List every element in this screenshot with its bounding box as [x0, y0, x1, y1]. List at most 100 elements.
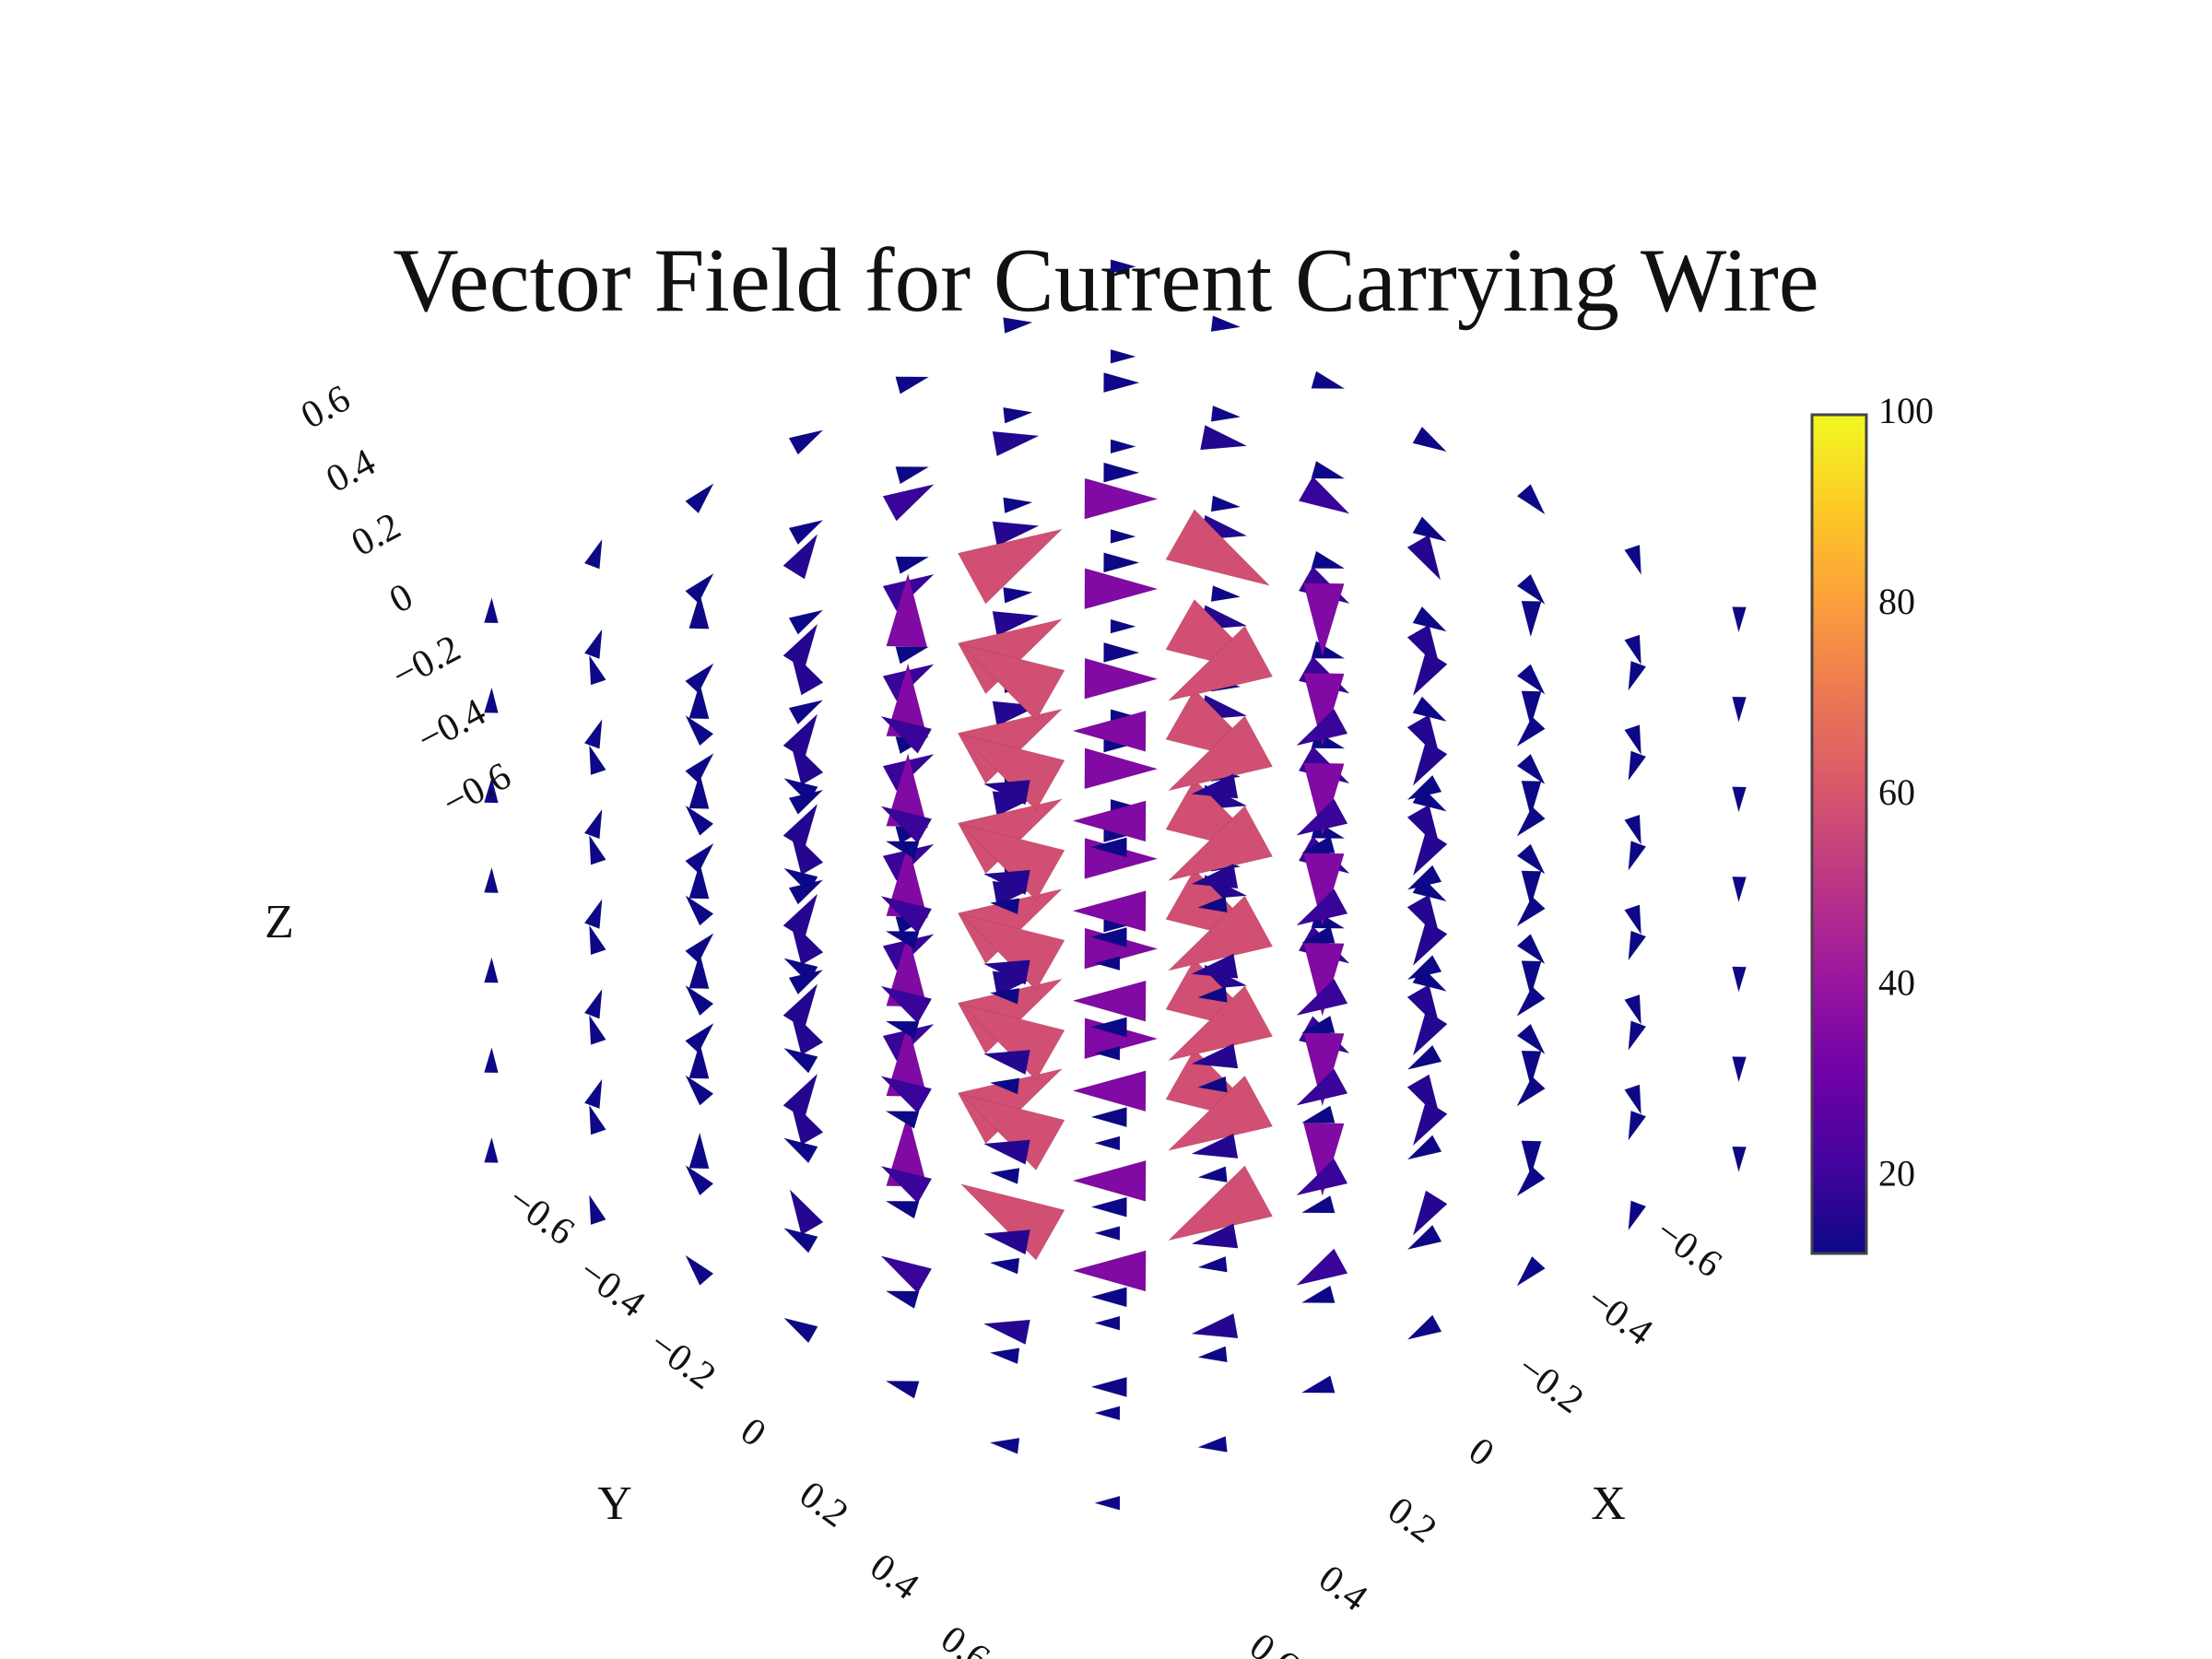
- cone-marker: [880, 895, 933, 935]
- cone-marker: [483, 687, 499, 713]
- cone-marker: [1311, 550, 1346, 570]
- cone-marker: [1406, 1044, 1442, 1070]
- cone-marker: [982, 1319, 1030, 1346]
- cone-marker: [1412, 1100, 1448, 1147]
- cone-marker: [483, 1046, 499, 1074]
- cone-marker: [685, 663, 714, 694]
- cone-marker: [880, 985, 933, 1024]
- cone-marker: [688, 951, 710, 990]
- cone-marker: [1210, 495, 1241, 512]
- cone-marker: [880, 806, 933, 844]
- cone-marker: [989, 1437, 1020, 1454]
- cone-marker: [1093, 1135, 1121, 1151]
- cone-marker: [1093, 1045, 1121, 1061]
- cone-marker: [789, 919, 824, 966]
- cone-marker: [989, 1257, 1020, 1275]
- cone-marker: [885, 1111, 920, 1129]
- cone-marker: [688, 682, 710, 720]
- cone-marker: [1516, 1166, 1546, 1197]
- cone-marker: [1624, 544, 1641, 576]
- cone-marker: [1624, 814, 1641, 846]
- z-tick-label: −0.2: [385, 628, 467, 698]
- cone-marker: [886, 572, 928, 648]
- cone-marker: [1628, 660, 1647, 692]
- colorbar-tick-label: 60: [1878, 771, 1915, 813]
- cone-marker: [1295, 708, 1348, 747]
- cone-marker: [1516, 484, 1546, 515]
- cone-marker: [1196, 1076, 1228, 1093]
- cone-marker: [788, 700, 824, 725]
- cone-marker: [1072, 1250, 1147, 1292]
- cone-marker: [1628, 1200, 1647, 1231]
- cone-marker: [959, 1093, 1065, 1171]
- cone-marker: [1628, 840, 1647, 872]
- cone-marker: [1521, 1050, 1542, 1088]
- cone-marker: [1167, 715, 1274, 792]
- cone-marker: [583, 628, 603, 660]
- cone-marker: [1732, 966, 1747, 994]
- cone-marker: [1167, 1075, 1274, 1151]
- cone-marker: [1300, 1105, 1335, 1124]
- x-tick-label: −0.6: [1648, 1210, 1730, 1286]
- cone-marker: [1103, 552, 1141, 573]
- cone-marker: [1521, 960, 1542, 998]
- cone-marker: [483, 866, 499, 894]
- cone-marker: [1196, 896, 1228, 913]
- colorbar-tick-label: 100: [1878, 390, 1934, 431]
- cone-marker: [1628, 1020, 1647, 1052]
- cone-marker: [789, 1008, 824, 1055]
- cone-marker: [1089, 1017, 1127, 1038]
- x-tick-label: −0.4: [1579, 1278, 1661, 1354]
- cone-marker: [989, 1168, 1020, 1185]
- cone-marker: [982, 1139, 1030, 1165]
- y-tick-label: −0.2: [641, 1323, 724, 1398]
- cone-marker: [992, 521, 1041, 547]
- cone-field: [483, 259, 1747, 1511]
- cone-marker: [1210, 584, 1241, 602]
- x-tick-label: 0.4: [1311, 1557, 1375, 1619]
- cone-marker: [1732, 1056, 1747, 1083]
- cone-marker: [583, 718, 603, 749]
- cone-marker: [1084, 657, 1159, 700]
- cone-marker: [1628, 750, 1647, 782]
- cone-marker: [1300, 1194, 1335, 1214]
- cone-marker: [788, 519, 824, 546]
- x-tick-label: 0.2: [1380, 1489, 1444, 1552]
- cone-marker: [782, 958, 818, 983]
- cone-marker: [982, 1049, 1030, 1076]
- cone-marker: [782, 867, 818, 894]
- cone-marker: [1003, 406, 1034, 424]
- cone-marker: [1295, 1248, 1348, 1286]
- cone-marker: [1103, 372, 1141, 394]
- cone-marker: [1300, 1015, 1335, 1034]
- cone-marker: [957, 708, 1064, 784]
- cone-marker: [1295, 888, 1348, 926]
- cone-marker: [880, 1076, 933, 1114]
- cone-marker: [1295, 1068, 1348, 1106]
- cone-marker: [1190, 863, 1239, 889]
- cone-marker: [1089, 1287, 1127, 1308]
- colorbar-tick-label: 80: [1878, 581, 1915, 622]
- cone-marker: [1089, 926, 1127, 947]
- cone-marker: [982, 959, 1030, 985]
- cone-marker: [1406, 774, 1442, 801]
- y-tick-label: 0: [733, 1410, 773, 1456]
- z-tick-label: 0.6: [294, 377, 357, 437]
- cone-marker: [685, 805, 714, 836]
- cone-marker: [1084, 747, 1159, 790]
- cone-marker: [957, 798, 1064, 875]
- cone-marker: [885, 1381, 920, 1399]
- cone-marker: [1093, 956, 1121, 971]
- cone-marker: [1196, 1346, 1228, 1363]
- cone-marker: [1412, 426, 1448, 453]
- cone-marker: [685, 1254, 714, 1286]
- cone-marker: [1624, 634, 1641, 665]
- cone-marker: [589, 924, 606, 956]
- cone-marker: [1003, 497, 1034, 514]
- cone-marker: [1406, 1224, 1442, 1251]
- z-tick-label: −0.6: [436, 755, 518, 825]
- cone-marker: [1190, 773, 1239, 799]
- cone-marker: [589, 1104, 606, 1135]
- cone-marker: [1295, 1158, 1348, 1196]
